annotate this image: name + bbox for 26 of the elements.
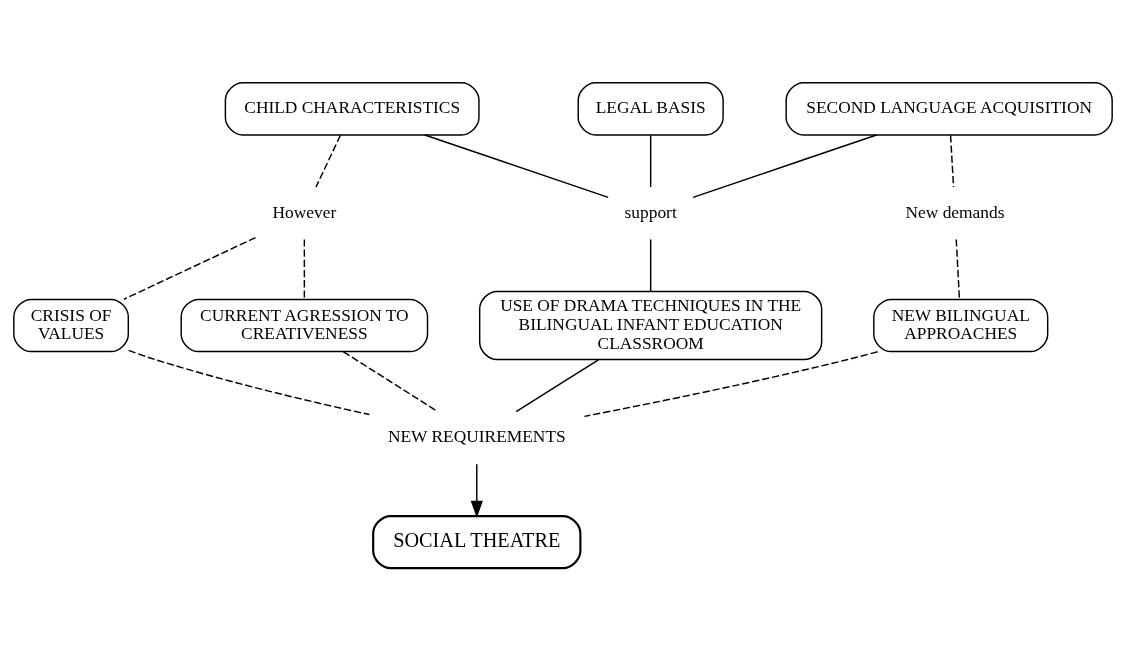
node-box: SOCIAL THEATRE xyxy=(372,514,582,569)
connector xyxy=(127,349,371,415)
arrow xyxy=(470,463,483,518)
connector xyxy=(424,133,609,198)
connector xyxy=(955,238,961,300)
node-text: NEW REQUIREMENTS xyxy=(387,426,566,446)
connector xyxy=(692,133,878,198)
node-box: LEGAL BASIS xyxy=(577,81,724,136)
connector xyxy=(649,238,652,292)
node-box: CHILD CHARACTERISTICS xyxy=(224,81,480,136)
connector xyxy=(315,134,342,188)
node-box: SECOND LANGUAGE ACQUISITION xyxy=(785,81,1113,136)
connector xyxy=(949,134,955,188)
connector xyxy=(583,350,879,417)
node-box: CRISIS OF VALUES xyxy=(13,298,130,352)
node-text: However xyxy=(272,202,337,222)
connector xyxy=(515,358,600,412)
node-box: CURRENT AGRESSION TO CREATIVENESS xyxy=(180,298,429,352)
node-box: NEW BILINGUAL APPROACHES xyxy=(873,298,1049,352)
connector xyxy=(342,350,439,412)
connector xyxy=(123,236,257,300)
connector xyxy=(649,134,652,188)
node-text: support xyxy=(624,202,677,222)
node-box: USE OF DRAMA TECHNIQUES IN THE BILINGUAL INFANT EDUCATION CLASSROOM xyxy=(478,290,823,360)
node-text: New demands xyxy=(905,202,1005,222)
connector xyxy=(303,238,306,300)
